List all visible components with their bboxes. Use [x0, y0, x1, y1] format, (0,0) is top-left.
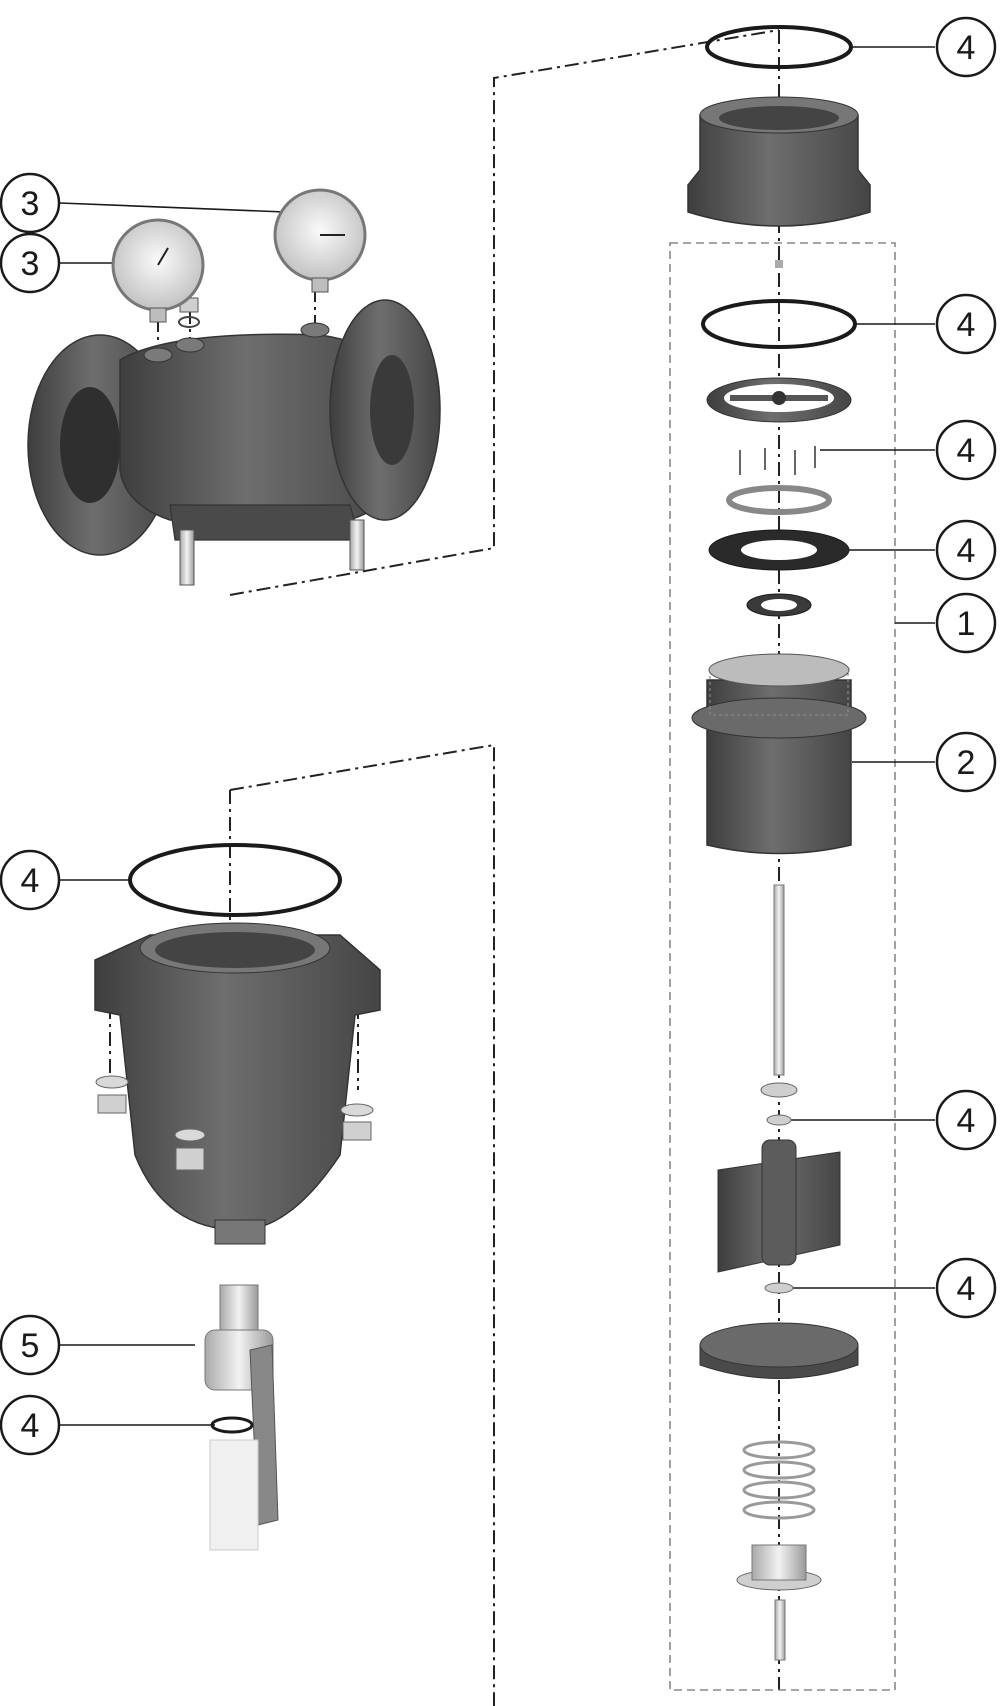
washer-lower [764, 1282, 794, 1294]
callout-label: 4 [21, 862, 40, 900]
callout-label: 4 [957, 306, 976, 344]
callout-3-b: 3 [0, 232, 61, 294]
callout-label: 3 [21, 185, 40, 223]
strainer-bowl [94, 843, 381, 1245]
callout-label: 4 [21, 1407, 40, 1445]
valve-body [27, 299, 441, 586]
gasket [708, 529, 850, 571]
pressure-gauge-left [111, 218, 205, 323]
callout-label: 3 [21, 245, 40, 283]
callout-5: 5 [0, 1314, 61, 1376]
callout-label: 1 [957, 605, 976, 643]
valve-disc [736, 1544, 822, 1661]
callout-4-washer-top: 4 [935, 1089, 997, 1151]
stem [773, 884, 785, 1076]
spring [742, 1440, 816, 1520]
callout-1: 1 [935, 592, 997, 654]
diaphragm-plate [699, 1322, 859, 1379]
callout-4-gasket: 4 [935, 519, 997, 581]
ring [726, 485, 832, 515]
o-ring [701, 260, 857, 349]
callout-2: 2 [935, 731, 997, 793]
callout-4-screws: 4 [935, 419, 997, 481]
washers-upper [760, 1082, 798, 1126]
callout-4-ballvalve: 4 [0, 1394, 61, 1456]
callout-label: 5 [21, 1327, 40, 1365]
callout-label: 2 [957, 744, 976, 782]
callout-4-top: 4 [935, 16, 997, 78]
callout-label: 4 [957, 1102, 976, 1140]
diaphragm-cage [717, 1139, 841, 1273]
drain-ball-valve [204, 1284, 279, 1551]
handwheel [706, 377, 852, 423]
screws [739, 446, 816, 475]
seal [746, 593, 812, 617]
callout-label: 4 [957, 532, 976, 570]
strainer-cartridge [691, 653, 867, 855]
leader-lines [59, 46, 935, 1426]
callout-label: 4 [957, 432, 976, 470]
callout-label: 4 [957, 1270, 976, 1308]
callout-3-a: 3 [0, 172, 61, 234]
pressure-gauge-right [273, 188, 367, 293]
cartridge-assembly-outline [669, 242, 896, 1691]
bowl-nuts-washers [95, 1075, 374, 1171]
cover [687, 25, 871, 227]
callout-4-oring: 4 [935, 293, 997, 355]
callout-4-washer-bottom: 4 [935, 1257, 997, 1319]
callout-label: 4 [957, 29, 976, 67]
callout-4-bowl: 4 [0, 849, 61, 911]
